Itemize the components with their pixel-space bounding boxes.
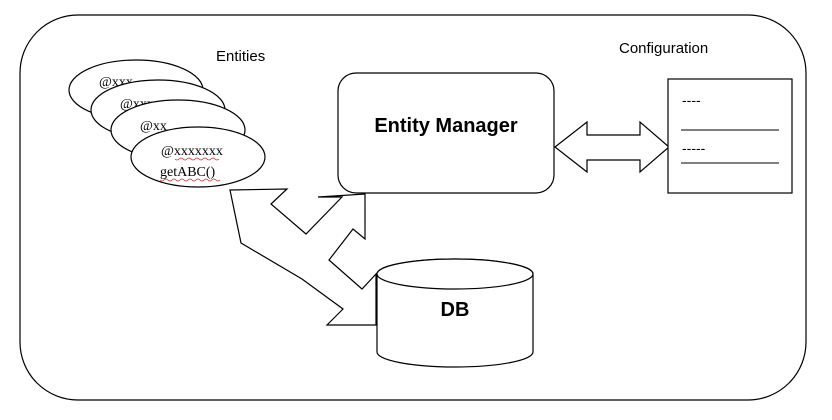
spellcheck-squiggle bbox=[174, 157, 220, 161]
config-line-1: ---- bbox=[682, 92, 701, 108]
spellcheck-squiggle bbox=[159, 178, 221, 182]
entities-label: Entities bbox=[216, 48, 265, 65]
entity-card-front: @xxxxxxx getABC() bbox=[130, 126, 266, 188]
entity-annotation: @xxxxxxx bbox=[161, 144, 223, 159]
configuration-document bbox=[667, 78, 793, 194]
db-label: DB bbox=[441, 299, 470, 321]
configuration-label: Configuration bbox=[619, 40, 708, 57]
entity-manager-box bbox=[337, 72, 555, 194]
entity-card-3-annotation: @xx bbox=[140, 119, 167, 134]
entity-manager-label: Entity Manager bbox=[374, 115, 518, 137]
entity-method: getABC() bbox=[160, 165, 216, 180]
config-line-2: ----- bbox=[682, 140, 706, 156]
database-cylinder bbox=[376, 258, 534, 368]
three-way-arrow bbox=[229, 188, 377, 326]
